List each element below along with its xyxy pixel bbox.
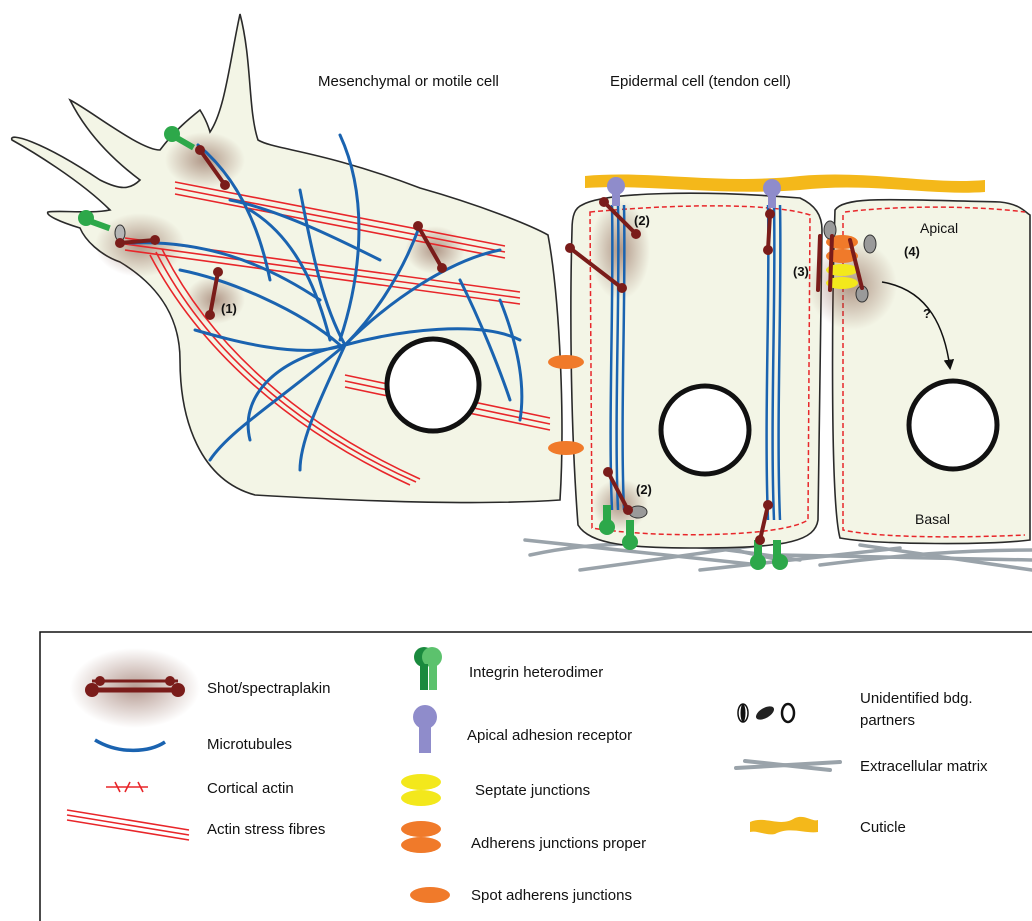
legend-integrin: Integrin heterodimer: [469, 664, 603, 681]
legend-ecm: Extracellular matrix: [860, 758, 988, 775]
label-2-top: (2): [634, 213, 650, 228]
spot-adherens-legend-icon: [410, 887, 450, 903]
legend-cortical-actin: Cortical actin: [207, 780, 294, 797]
shot-linker: [768, 214, 770, 250]
shot-legend-icon: [70, 648, 200, 728]
label-4: (4): [904, 244, 920, 259]
legend-spot-adherens: Spot adherens junctions: [471, 887, 632, 904]
legend-unidentified-line1: Unidentified bdg.: [860, 690, 973, 707]
nucleus-epidermal-1: [661, 386, 749, 474]
legend-septate: Septate junctions: [475, 782, 590, 799]
cuticle-band: [585, 175, 985, 193]
label-2-bottom: (2): [636, 482, 652, 497]
legend-shot: Shot/spectraplakin: [207, 680, 330, 697]
legend-apical-receptor: Apical adhesion receptor: [467, 727, 632, 744]
legend: Shot/spectraplakin Microtubules Cortical…: [40, 632, 1032, 921]
legend-unidentified-line2: partners: [860, 712, 915, 729]
mesenchymal-cell-title: Mesenchymal or motile cell: [318, 73, 499, 90]
epidermal-cell-title: Epidermal cell (tendon cell): [610, 73, 791, 90]
shot-linker: [830, 236, 832, 290]
nucleus-epidermal-2: [909, 381, 997, 469]
label-3: (3): [793, 264, 809, 279]
legend-cuticle: Cuticle: [860, 819, 906, 836]
epidermal-cell-1: (2) (2): [565, 177, 822, 570]
legend-adherens-proper: Adherens junctions proper: [471, 835, 646, 852]
nucleus-mesenchymal: [387, 339, 479, 431]
shot-linker: [818, 236, 820, 290]
apical-label: Apical: [920, 220, 958, 236]
epidermal-cell-2: (3) (4) ? Apical Basal: [793, 200, 1030, 544]
label-1: (1): [221, 301, 237, 316]
legend-microtubules: Microtubules: [207, 736, 292, 753]
basal-label: Basal: [915, 511, 950, 527]
legend-stress-fibres: Actin stress fibres: [207, 821, 325, 838]
